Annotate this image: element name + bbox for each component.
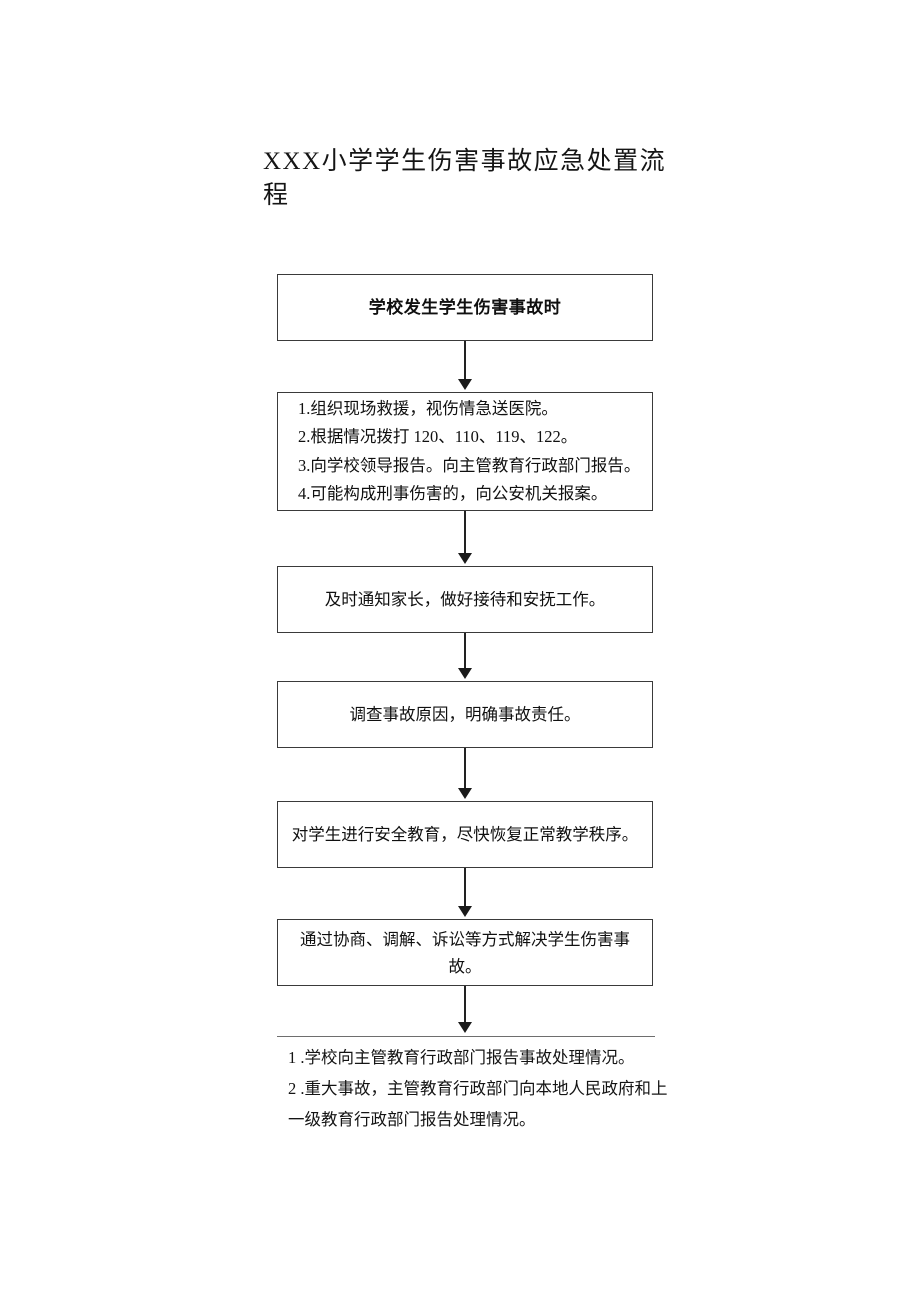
flow-node-5[interactable]: 对学生进行安全教育，尽快恢复正常教学秩序。 <box>277 801 653 868</box>
connector-1-2-line <box>464 341 466 381</box>
flow-node-3[interactable]: 及时通知家长，做好接待和安抚工作。 <box>277 566 653 633</box>
connector-2-3-arrow-icon <box>458 553 472 564</box>
flow-node-2-list: 1.组织现场救援，视伤情急送医院。 2.根据情况拨打 120、110、119、1… <box>278 389 652 515</box>
connector-4-5-line <box>464 748 466 790</box>
flow-node-4[interactable]: 调查事故原因，明确事故责任。 <box>277 681 653 748</box>
footer-divider <box>277 1036 655 1037</box>
flow-node-1-label: 学校发生学生伤害事故时 <box>368 298 562 317</box>
connector-6-footer-arrow-icon <box>458 1022 472 1033</box>
flow-node-6[interactable]: 通过协商、调解、诉讼等方式解决学生伤害事故。 <box>277 919 653 986</box>
flow-node-4-label: 调查事故原因，明确事故责任。 <box>349 705 581 724</box>
connector-3-4-line <box>464 633 466 670</box>
flow-node-6-label: 通过协商、调解、诉讼等方式解决学生伤害事故。 <box>300 929 630 976</box>
flow-node-2-item-3: 3.向学校领导报告。向主管教育行政部门报告。 <box>298 455 641 475</box>
connector-6-footer-line <box>464 986 466 1024</box>
flow-node-2-item-1: 1.组织现场救援，视伤情急送医院。 <box>298 398 558 418</box>
footer-note-2-continuation: 一级教育行政部门报告处理情况。 <box>288 1110 536 1129</box>
connector-4-5-arrow-icon <box>458 788 472 799</box>
connector-1-2-arrow-icon <box>458 379 472 390</box>
flow-node-2-item-2: 2.根据情况拨打 120、110、119、122。 <box>298 427 578 446</box>
footer-notes: 1 .学校向主管教育行政部门报告事故处理情况。 2 .重大事故，主管教育行政部门… <box>288 1042 678 1135</box>
connector-3-4-arrow-icon <box>458 668 472 679</box>
connector-5-6-arrow-icon <box>458 906 472 917</box>
page-title: XXX小学学生伤害事故应急处置流程 <box>263 148 667 209</box>
connector-5-6-line <box>464 868 466 908</box>
flow-node-3-label: 及时通知家长，做好接待和安抚工作。 <box>324 590 606 609</box>
flow-node-2-item-4: 4.可能构成刑事伤害的，向公安机关报案。 <box>298 484 608 503</box>
flow-node-1[interactable]: 学校发生学生伤害事故时 <box>277 274 653 341</box>
flow-node-5-label: 对学生进行安全教育，尽快恢复正常教学秩序。 <box>291 825 639 844</box>
flow-node-2[interactable]: 1.组织现场救援，视伤情急送医院。 2.根据情况拨打 120、110、119、1… <box>277 392 653 511</box>
footer-note-1: 1 .学校向主管教育行政部门报告事故处理情况。 <box>288 1048 635 1067</box>
footer-note-2: 2 .重大事故，主管教育行政部门向本地人民政府和上 <box>288 1079 668 1098</box>
connector-2-3-line <box>464 511 466 555</box>
